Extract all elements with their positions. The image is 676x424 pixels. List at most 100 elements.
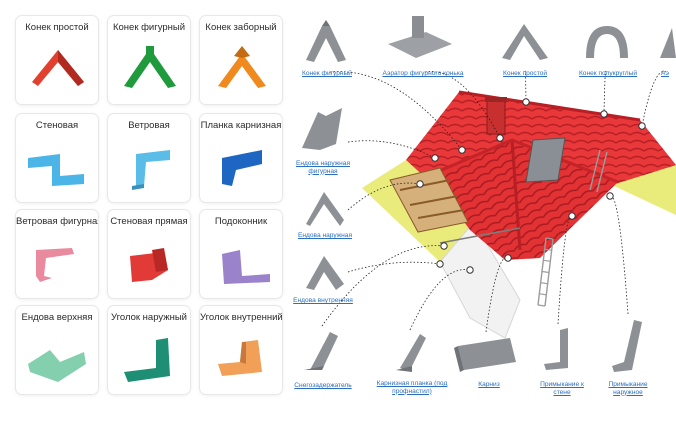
leader-line	[424, 71, 501, 139]
callout-marker	[416, 180, 424, 188]
ridge-line	[458, 90, 641, 122]
product-label: Стеновая прямая	[110, 216, 188, 227]
part-image-bottom_2[interactable]	[390, 330, 434, 374]
skylight-window	[525, 137, 566, 183]
callout-marker	[638, 122, 646, 130]
product-card-ridge-simple[interactable]: Конек простой	[16, 16, 98, 104]
product-image-corner-inner	[218, 340, 262, 376]
leader-line	[524, 70, 527, 103]
callout-marker	[436, 260, 444, 268]
part-image-left_3[interactable]	[300, 250, 348, 294]
part-image-bottom_4[interactable]	[538, 324, 584, 376]
product-label: Ветровая фигурная	[16, 216, 98, 227]
product-image-wind-strip	[132, 150, 170, 190]
product-image-ridge-simple	[32, 50, 84, 86]
part-label-top_2[interactable]: Аэратор фигурного конька	[382, 70, 464, 77]
product-card-eaves-strip[interactable]: Планка карнизная	[200, 114, 282, 202]
product-card-valley-top[interactable]: Ендова верхняя	[16, 306, 98, 394]
roof-frame-section	[389, 167, 469, 233]
callout-marker	[466, 266, 474, 274]
callout-marker	[522, 98, 530, 106]
product-image-wind-figured	[36, 248, 74, 282]
product-label: Конек фигурный	[112, 22, 186, 33]
part-image-bottom_3[interactable]	[454, 332, 520, 376]
product-card-ridge-fence[interactable]: Конек заборный	[200, 16, 282, 104]
product-image-sill	[222, 250, 270, 284]
part-image-top_2[interactable]	[386, 14, 456, 62]
product-image-ridge-figured	[124, 46, 176, 88]
product-card-corner-outer[interactable]: Уголок наружный	[108, 306, 190, 394]
rafter	[399, 179, 451, 191]
roof-plane-front	[430, 140, 618, 260]
rafter	[409, 195, 459, 206]
part-label-top_1[interactable]: Конек фигурный	[301, 70, 352, 77]
leader-line	[321, 245, 445, 327]
part-label-top_4[interactable]: Конек полукруглый	[578, 70, 638, 77]
part-label-left_1[interactable]: Ендова наружная фигурная	[295, 160, 351, 175]
callout-marker	[606, 192, 614, 200]
product-card-wall-strip[interactable]: Стеновая	[16, 114, 98, 202]
callout-marker	[458, 146, 466, 154]
callout-marker	[568, 212, 576, 220]
part-label-left_3[interactable]: Ендова внутренняя	[293, 297, 353, 304]
product-label: Конек простой	[25, 22, 89, 33]
house-wall	[439, 221, 521, 339]
product-label: Ветровая	[128, 120, 170, 131]
ladder-rungs	[537, 237, 554, 307]
product-image-ridge-fence	[218, 46, 266, 88]
product-image-wall-strip	[28, 154, 84, 186]
hip-line	[429, 138, 619, 184]
callout-marker	[600, 110, 608, 118]
part-label-bottom_2[interactable]: Карнизная планка (под профнастил)	[376, 380, 448, 395]
product-card-wind-figured[interactable]: Ветровая фигурная	[16, 210, 98, 298]
leader-line	[329, 71, 463, 151]
callout-marker	[496, 134, 504, 142]
product-image-valley-top	[28, 350, 86, 382]
product-label: Ендова верхняя	[21, 312, 93, 323]
part-label-left_2[interactable]: Ендова наружная	[297, 232, 353, 239]
snow-guard	[439, 227, 521, 244]
product-card-wind-strip[interactable]: Ветровая	[108, 114, 190, 202]
product-label: Планка карнизная	[200, 120, 282, 131]
part-image-top_3[interactable]	[498, 18, 552, 64]
product-image-corner-outer	[124, 338, 170, 382]
product-label: Уголок наружный	[111, 312, 187, 323]
part-label-bottom_3[interactable]: Карниз	[478, 381, 500, 388]
part-image-top_4[interactable]	[580, 18, 634, 64]
part-label-bottom_4[interactable]: Примыкание к стене	[540, 381, 584, 396]
product-card-sill[interactable]: Подоконник	[200, 210, 282, 298]
rafter	[417, 209, 465, 219]
part-label-top_5[interactable]: Аэ	[661, 70, 669, 77]
product-label: Стеновая	[35, 120, 79, 131]
leader-line	[409, 269, 471, 331]
leader-line	[603, 70, 607, 115]
part-image-top_1[interactable]	[300, 20, 350, 66]
product-card-wall-straight[interactable]: Стеновая прямая	[108, 210, 190, 298]
leader-line	[609, 195, 629, 315]
part-image-left_1[interactable]	[296, 104, 348, 156]
product-label: Подоконник	[214, 216, 268, 227]
callout-marker	[431, 154, 439, 162]
part-label-top_3[interactable]: Конек простой	[502, 70, 548, 77]
part-image-bottom_1[interactable]	[300, 326, 348, 374]
product-label: Конек заборный	[205, 22, 277, 33]
chimney-cap	[485, 97, 507, 102]
part-image-top_5[interactable]	[656, 18, 676, 64]
part-label-bottom_1[interactable]: Снегозадержатель	[294, 382, 352, 389]
callout-marker	[440, 242, 448, 250]
product-card-corner-inner[interactable]: Уголок внутренний	[200, 306, 282, 394]
product-card-ridge-figured[interactable]: Конек фигурный	[108, 16, 190, 104]
part-label-bottom_5[interactable]: Примыкание наружное	[608, 381, 648, 396]
chimney	[486, 99, 506, 135]
callout-marker	[504, 254, 512, 262]
leader-line	[641, 71, 667, 127]
part-image-bottom_5[interactable]	[604, 314, 650, 376]
product-image-eaves-strip	[222, 150, 262, 186]
leader-line	[347, 182, 421, 211]
product-image-wall-straight	[130, 248, 168, 282]
leader-line	[347, 261, 441, 273]
valley-line	[510, 139, 522, 251]
product-label: Уголок внутренний	[200, 312, 282, 323]
part-image-left_2[interactable]	[300, 186, 348, 230]
